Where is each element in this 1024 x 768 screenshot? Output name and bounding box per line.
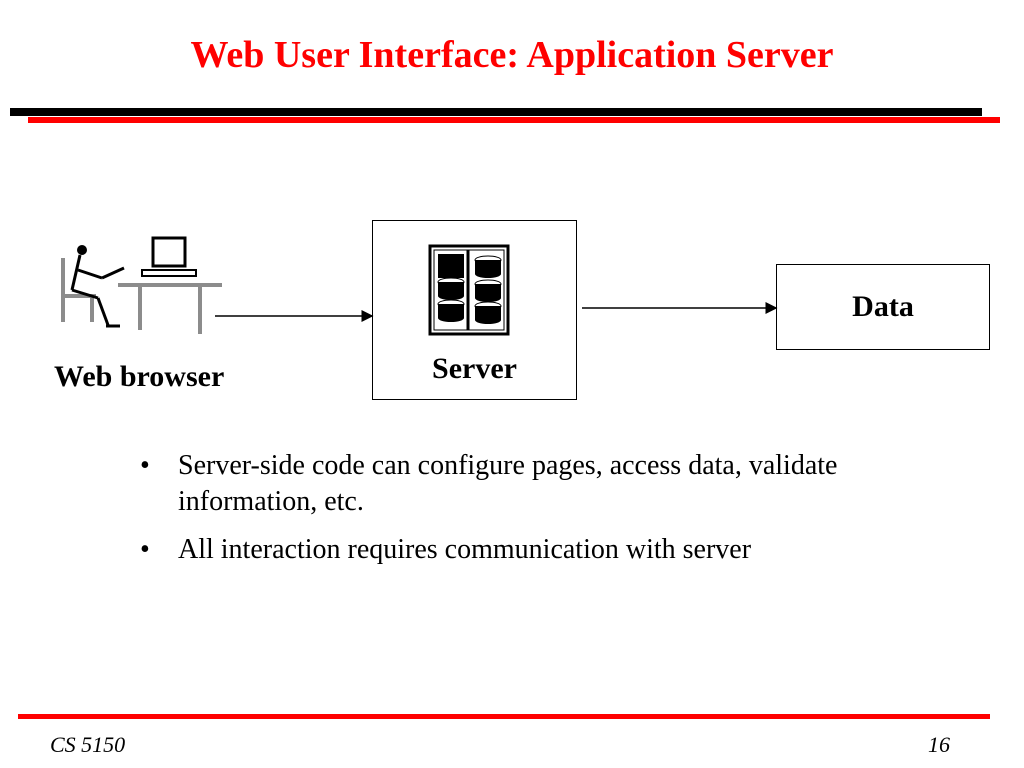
- page-number: 16: [928, 732, 950, 757]
- bullet-dot-icon: •: [140, 450, 150, 481]
- footer-divider: [18, 714, 990, 719]
- bullet-dot-icon: •: [140, 534, 150, 565]
- person-at-computer-icon: [61, 236, 222, 334]
- data-box: Data: [776, 264, 990, 350]
- server-label: Server: [432, 352, 517, 385]
- bullet-list: • Server-side code can configure pages, …: [140, 448, 940, 580]
- slide-title: Web User Interface: Application Server: [190, 34, 834, 76]
- server-box: [372, 220, 577, 400]
- server-rack-icon: [428, 244, 510, 336]
- bullet-item: • All interaction requires communication…: [140, 532, 940, 568]
- bullet-text: All interaction requires communication w…: [178, 534, 752, 565]
- title-divider-red: [28, 117, 1000, 123]
- bullet-item: • Server-side code can configure pages, …: [140, 448, 940, 520]
- title-divider-black: [10, 108, 982, 116]
- bullet-text: Server-side code can configure pages, ac…: [178, 450, 838, 517]
- web-browser-label: Web browser: [54, 360, 225, 393]
- course-code: CS 5150: [50, 732, 126, 757]
- data-label: Data: [852, 290, 914, 323]
